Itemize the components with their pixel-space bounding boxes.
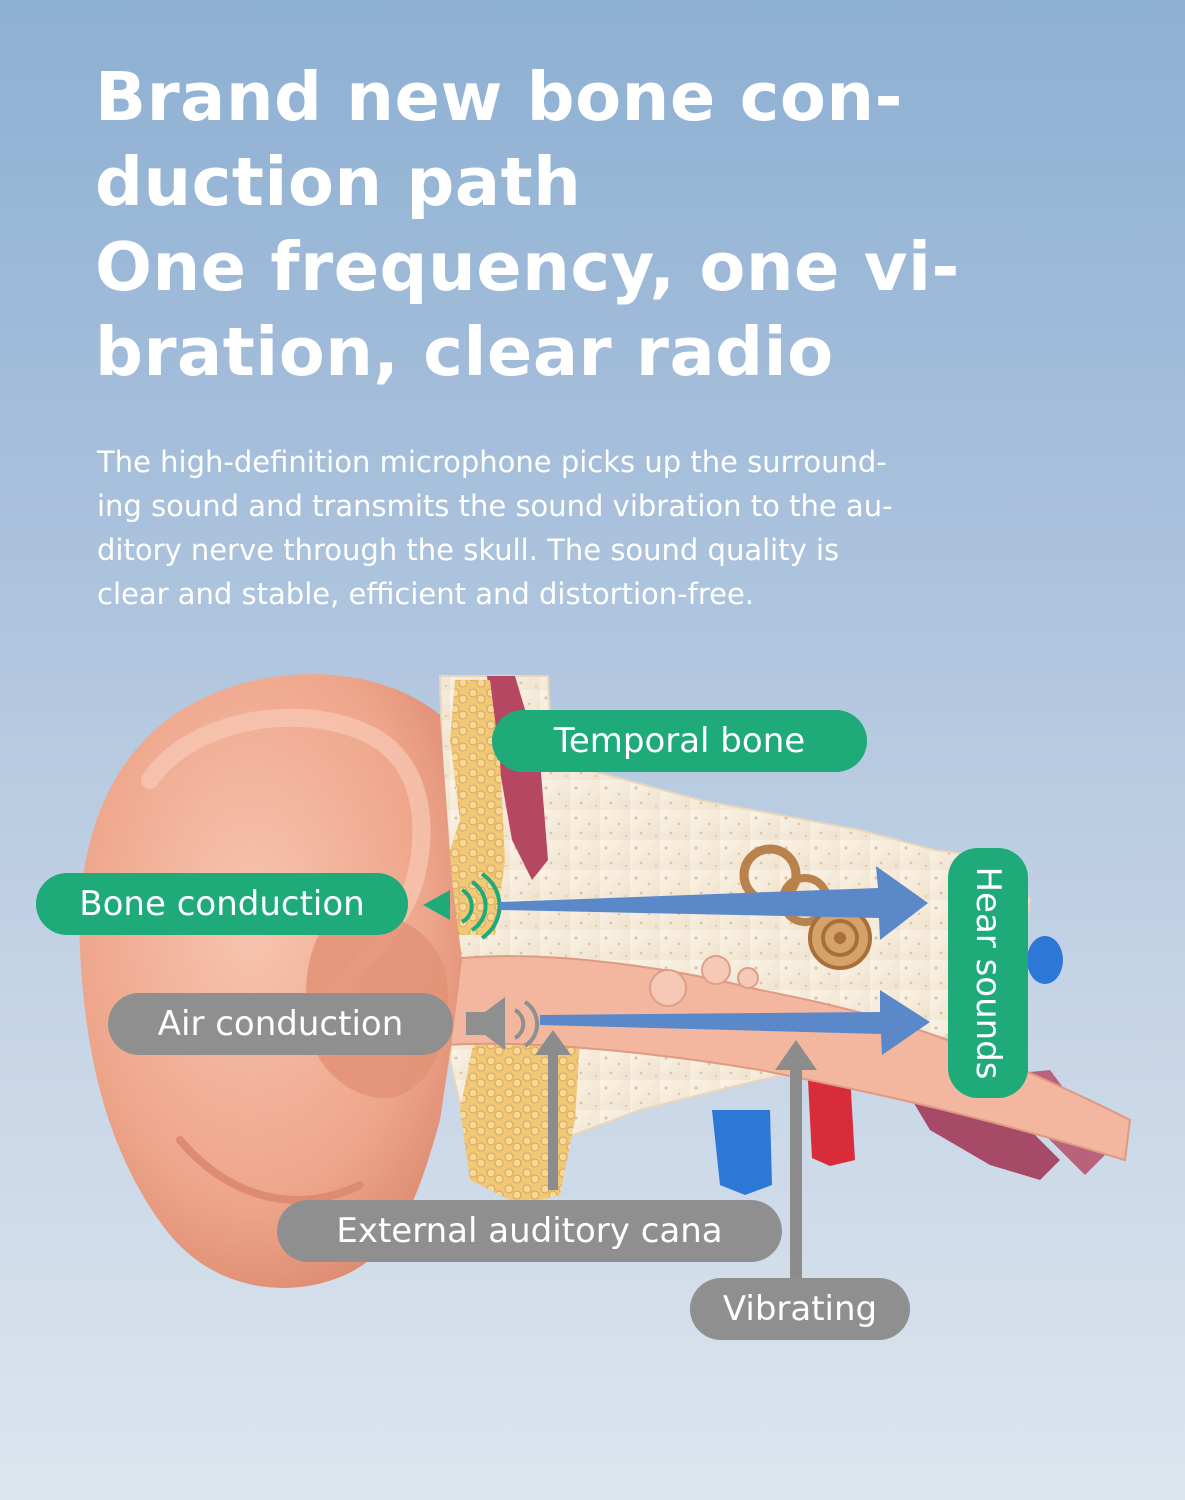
- headline-line: Brand new bone con-: [95, 58, 903, 136]
- description-line: ditory nerve through the skull. The soun…: [97, 533, 840, 567]
- headline-line: bration, clear radio: [95, 313, 834, 391]
- ossicle: [701, 955, 731, 985]
- headline: Brand new bone con- duction path One fre…: [95, 55, 1115, 395]
- air-conduction-arrow: [540, 990, 930, 1055]
- vibrating-label: Vibrating: [690, 1278, 910, 1340]
- external-auditory-label: External auditory cana: [277, 1200, 782, 1262]
- description: The high-definition microphone picks up …: [97, 440, 1107, 616]
- headline-line: duction path: [95, 143, 582, 221]
- external-auditory-text: External auditory cana: [336, 1211, 723, 1251]
- description-line: The high-definition microphone picks up …: [97, 445, 887, 479]
- ossicle: [649, 969, 687, 1007]
- headline-line: One frequency, one vi-: [95, 228, 960, 306]
- pinna: [79, 674, 462, 1288]
- ear-anatomy-diagram: [79, 674, 1132, 1288]
- fat-tissue-upper: [440, 680, 505, 935]
- bone-conduction-text: Bone conduction: [79, 884, 365, 924]
- vibrating-text: Vibrating: [722, 1289, 878, 1329]
- hear-sounds-text: Hear sounds: [968, 866, 1008, 1080]
- vibrating-arrow: [775, 1040, 817, 1280]
- cochlea-turn: [834, 932, 846, 944]
- description-line: ing sound and transmits the sound vibrat…: [97, 489, 893, 523]
- canal-vibration-arrow: [535, 1030, 571, 1190]
- vein-blue: [712, 1110, 772, 1195]
- air-conduction-label: Air conduction: [108, 993, 453, 1055]
- temporal-bone-label: Temporal bone: [492, 710, 867, 772]
- sound-wave-icon: [423, 872, 502, 940]
- artery-red: [808, 1075, 855, 1166]
- speaker-icon: [466, 997, 540, 1050]
- vein-blue-side: [1027, 936, 1063, 984]
- ossicle: [737, 967, 759, 989]
- bone-conduction-label: Bone conduction: [36, 873, 408, 935]
- cochlea-turn: [821, 919, 859, 957]
- hear-sounds-label: Hear sounds: [948, 848, 1028, 1098]
- air-conduction-text: Air conduction: [157, 1004, 404, 1044]
- earlobe-fold: [176, 1136, 364, 1204]
- description-line: clear and stable, efficient and distorti…: [97, 577, 755, 611]
- bone-conduction-arrow: [500, 866, 928, 940]
- temporal-bone-text: Temporal bone: [553, 721, 806, 761]
